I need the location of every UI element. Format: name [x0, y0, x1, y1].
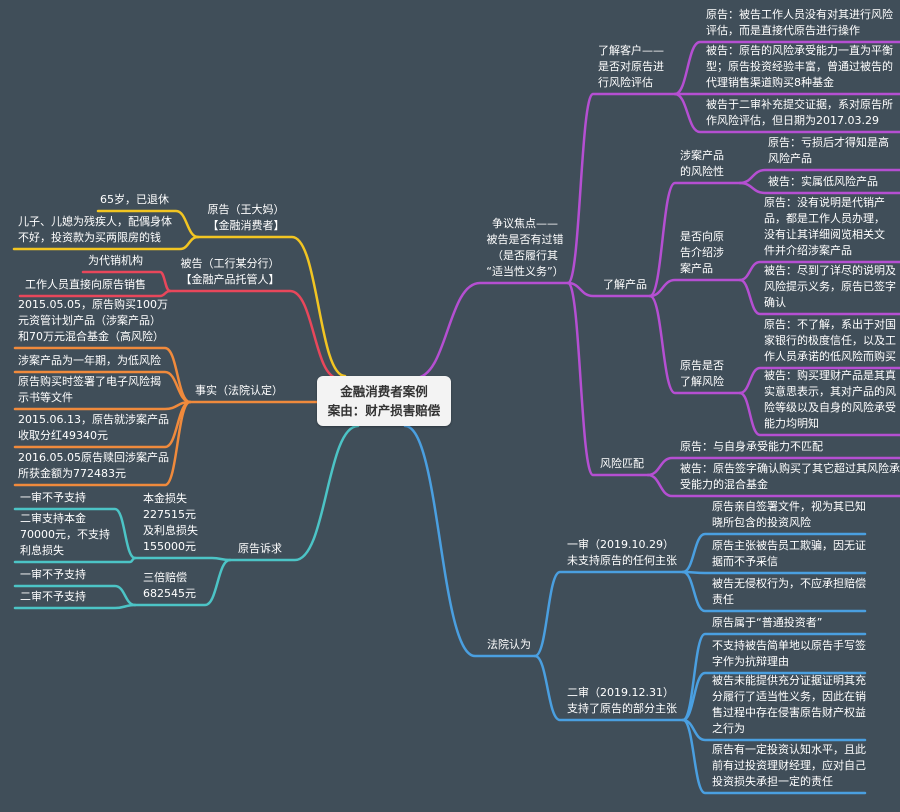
connector-line	[681, 570, 867, 575]
principal-claim-item[interactable]: 二审支持本金 70000元，不支持 利息损失	[20, 512, 110, 557]
connector-line	[738, 260, 900, 282]
connector-line	[168, 289, 340, 380]
second-instance-topic[interactable]: 二审（2019.12.31） 支持了原告的部分主张	[567, 686, 677, 715]
fact-item[interactable]: 2015.05.05，原告购买100万 元资管计划产品（涉案产品） 和70万元混…	[18, 298, 168, 343]
know-product-topic[interactable]: 了解产品	[603, 278, 647, 291]
connector-line	[673, 92, 900, 134]
connector-line	[681, 570, 867, 613]
connector-line	[566, 281, 650, 477]
connector-line	[738, 181, 900, 195]
second-instance-item[interactable]: 原告有一定投资认知水平，且此 前有过投资理财经理，应对自己 投资损失承担一定的责…	[712, 743, 866, 788]
connector-line	[228, 424, 360, 562]
fact-item[interactable]: 2016.05.05原告赎回涉案产品 所获金额为772483元	[18, 451, 169, 480]
facts-topic[interactable]: 事实（法院认定）	[195, 384, 283, 397]
introduce-product-item[interactable]: 被告：尽到了详尽的说明及 风险提示义务，原告已签字 确认	[764, 264, 896, 309]
know-client-topic[interactable]: 了解客户—— 是否对原告进 行风险评估	[598, 44, 664, 89]
know-client-item[interactable]: 被告于二审补充提交证据，系对原告所 作风险评估，但日期为2017.03.29	[706, 98, 893, 127]
connector-line	[533, 654, 685, 722]
first-instance-item[interactable]: 被告无侵权行为，不应承担赔偿 责任	[712, 577, 866, 606]
understand-risk-item[interactable]: 原告：不了解，系出于对国 家银行的极度信任，以及工 作人员承诺的低风险而购买	[764, 318, 896, 363]
first-instance-item[interactable]: 原告亲自签署文件，视为其已知 晓所包含的投资风险	[712, 500, 866, 529]
connector-line	[13, 370, 192, 404]
risk-match-topic[interactable]: 风险匹配	[600, 457, 644, 470]
connector-line	[738, 391, 900, 437]
connector-line	[533, 570, 685, 658]
principal-claim-topic[interactable]: 本金损失 227515元 及利息损失 155000元	[143, 492, 198, 553]
introduce-product-item[interactable]: 原告：没有说明是代销产 品，都是工作人员办理， 没有让其详细阅览相关文 件并介绍…	[764, 196, 885, 257]
defendant-item[interactable]: 工作人员直接向原告销售	[25, 278, 146, 291]
connector-line	[133, 558, 232, 607]
claims-topic[interactable]: 原告诉求	[238, 542, 282, 555]
connector-line	[403, 424, 537, 658]
product-risk-item[interactable]: 被告：实属低风险产品	[768, 175, 878, 188]
product-risk-item[interactable]: 原告：亏损后才得知是高 风险产品	[768, 136, 889, 165]
connector-line	[13, 400, 192, 487]
connector-line	[566, 92, 677, 285]
connector-line	[12, 235, 200, 251]
first-instance-item[interactable]: 原告主张被告员工欺骗，因无证 据而不予采信	[712, 539, 866, 568]
principal-claim-item[interactable]: 一审不予支持	[20, 491, 86, 504]
fact-item[interactable]: 涉案产品为一年期，为低风险	[18, 354, 161, 367]
connector-line	[648, 181, 742, 298]
connector-line	[196, 235, 347, 378]
second-instance-item[interactable]: 原告属于“普通投资者”	[712, 616, 823, 629]
connector-line	[673, 40, 900, 96]
connector-line	[646, 473, 900, 498]
defendant-topic[interactable]: 被告（工行某分行） 【金融产品托管人】	[180, 257, 280, 286]
connector-line	[681, 671, 867, 722]
connector-line	[413, 281, 570, 380]
connector-line	[133, 556, 232, 562]
connector-line	[738, 366, 900, 395]
understand-risk-topic[interactable]: 原告是否 了解风险	[680, 359, 724, 388]
connector-line	[648, 294, 742, 395]
connector-line	[681, 532, 867, 574]
connector-line	[18, 289, 172, 298]
connector-line	[96, 209, 200, 239]
connector-line	[13, 603, 137, 610]
fact-item[interactable]: 原告购买时签署了电子风险揭 示书等文件	[18, 375, 161, 404]
central-topic[interactable]: 金融消费者案例 案由：财产损害赔偿	[317, 376, 451, 426]
first-instance-topic[interactable]: 一审（2019.10.29） 未支持原告的任何主张	[567, 538, 677, 567]
connector-line	[13, 507, 137, 560]
risk-match-item[interactable]: 原告：与自身承受能力不匹配	[680, 440, 823, 453]
dispute-topic[interactable]: 争议焦点—— 被告是否有过错 （是否履行其 “适当性义务”）	[486, 217, 564, 278]
know-client-item[interactable]: 被告：原告的风险承受能力一直为平衡 型；原告投资经验丰富，曾通过被告的 代理销售…	[706, 44, 893, 89]
defendant-item[interactable]: 为代销机构	[88, 254, 143, 267]
risk-match-item[interactable]: 被告：原告签字确认购买了其它超过其风险承 受能力的混合基金	[680, 462, 900, 491]
connector-line	[681, 718, 867, 795]
fact-item[interactable]: 2015.06.13，原告就涉案产品 收取分红49340元	[18, 413, 169, 442]
connector-line	[648, 278, 742, 298]
plaintiff-topic[interactable]: 原告（王大妈） 【金融消费者】	[207, 203, 285, 232]
plaintiff-item[interactable]: 儿子、儿媳为残疾人，配偶身体 不好，投资款为买两限房的钱	[18, 215, 172, 244]
triple-claim-item[interactable]: 一审不予支持	[20, 568, 86, 581]
connector-line	[738, 278, 900, 316]
connector-line	[566, 281, 652, 298]
plaintiff-item[interactable]: 65岁，已退休	[100, 193, 169, 206]
second-instance-item[interactable]: 被告未能提供充分证据证明其充 分履行了适当性义务，因此在销 售过程中存在侵害原告…	[712, 674, 866, 735]
connector-line	[13, 556, 137, 564]
product-risk-topic[interactable]: 涉案产品 的风险性	[680, 149, 724, 178]
court-topic[interactable]: 法院认为	[487, 638, 531, 651]
introduce-product-topic[interactable]: 是否向原 告介绍涉 案产品	[680, 230, 724, 275]
triple-claim-item[interactable]: 二审不予支持	[20, 590, 86, 603]
triple-claim-topic[interactable]: 三倍赔偿 682545元	[143, 571, 196, 600]
second-instance-item[interactable]: 不支持被告简单地以原告手写签 字作为抗辩理由	[712, 639, 866, 668]
understand-risk-item[interactable]: 被告：购买理财产品是其真 实意思表示，其对产品的风 险等级以及自身的风险承受 能…	[764, 369, 896, 430]
know-client-item[interactable]: 原告：被告工作人员没有对其进行风险 评估，而是直接代原告进行操作	[706, 8, 893, 37]
